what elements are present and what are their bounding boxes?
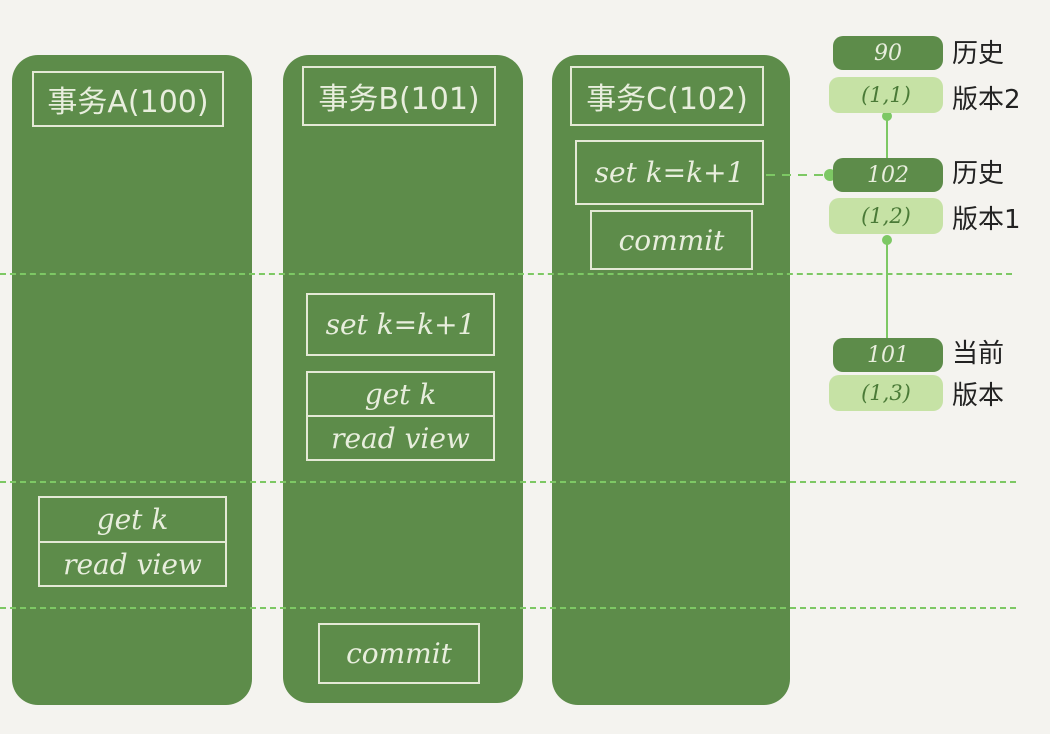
transaction-b-commit: commit: [318, 623, 480, 684]
transaction-c-title: 事务C(102): [570, 66, 764, 126]
version-row-1-2: (1,2): [829, 198, 943, 234]
transaction-a-title: 事务A(100): [32, 71, 224, 127]
transaction-a-get-k: get k: [38, 496, 227, 543]
transaction-c-commit: commit: [590, 210, 753, 270]
transaction-b-get-k: get k: [306, 371, 495, 417]
version-label-history-2: 历史 版本2: [952, 39, 1021, 115]
transaction-a-column: [12, 55, 252, 705]
transaction-c-set-k: set k=k+1: [575, 140, 764, 205]
version-trx-id-102: 102: [833, 158, 943, 192]
version-trx-id-101: 101: [833, 338, 943, 372]
transaction-b-column: [283, 55, 523, 703]
version-label-current: 当前 版本: [952, 339, 1005, 411]
transaction-c-column: [552, 55, 790, 705]
version-row-1-3: (1,3): [829, 375, 943, 411]
time-separator-1: [0, 273, 1012, 275]
transaction-a-read-view: read view: [38, 541, 227, 587]
chain-arrow-1-head: [882, 235, 892, 245]
version-trx-id-90: 90: [833, 36, 943, 70]
transaction-b-set-k: set k=k+1: [306, 293, 495, 356]
version-row-1-1: (1,1): [829, 77, 943, 113]
transaction-b-title: 事务B(101): [302, 66, 496, 126]
time-separator-2: [0, 481, 1016, 483]
transaction-b-read-view: read view: [306, 415, 495, 461]
time-separator-3: [0, 607, 1016, 609]
version-label-history-1: 历史 版本1: [952, 159, 1021, 235]
